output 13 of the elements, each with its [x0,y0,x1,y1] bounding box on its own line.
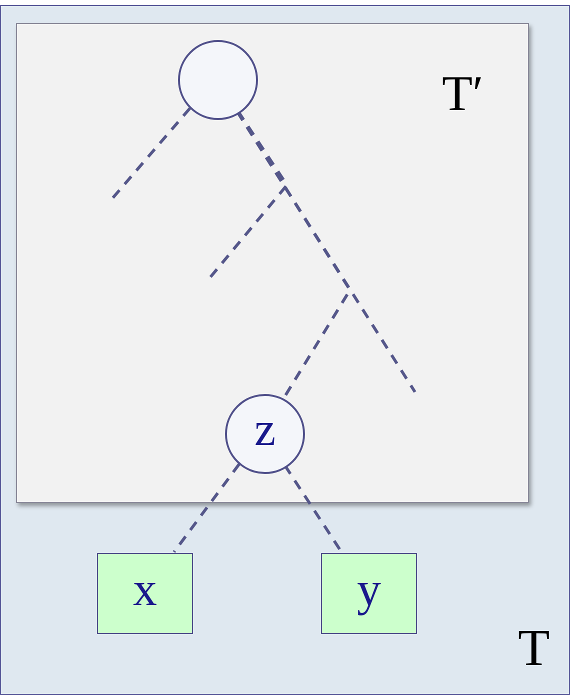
leaf-node-box [97,553,193,634]
dashed-tree-edge [206,110,289,281]
subtree-panel [16,23,529,503]
leaf-node-box [321,553,417,634]
tree-label: T [518,623,550,675]
node-label: x [133,566,157,614]
tree-label: T′ [442,68,484,118]
node-label: z [254,406,276,454]
dashed-tree-edge [172,463,240,553]
dashed-tree-edge [284,464,343,553]
dashed-tree-edge [110,107,192,201]
node-label: y [357,566,381,614]
outer-tree-panel [0,5,570,695]
